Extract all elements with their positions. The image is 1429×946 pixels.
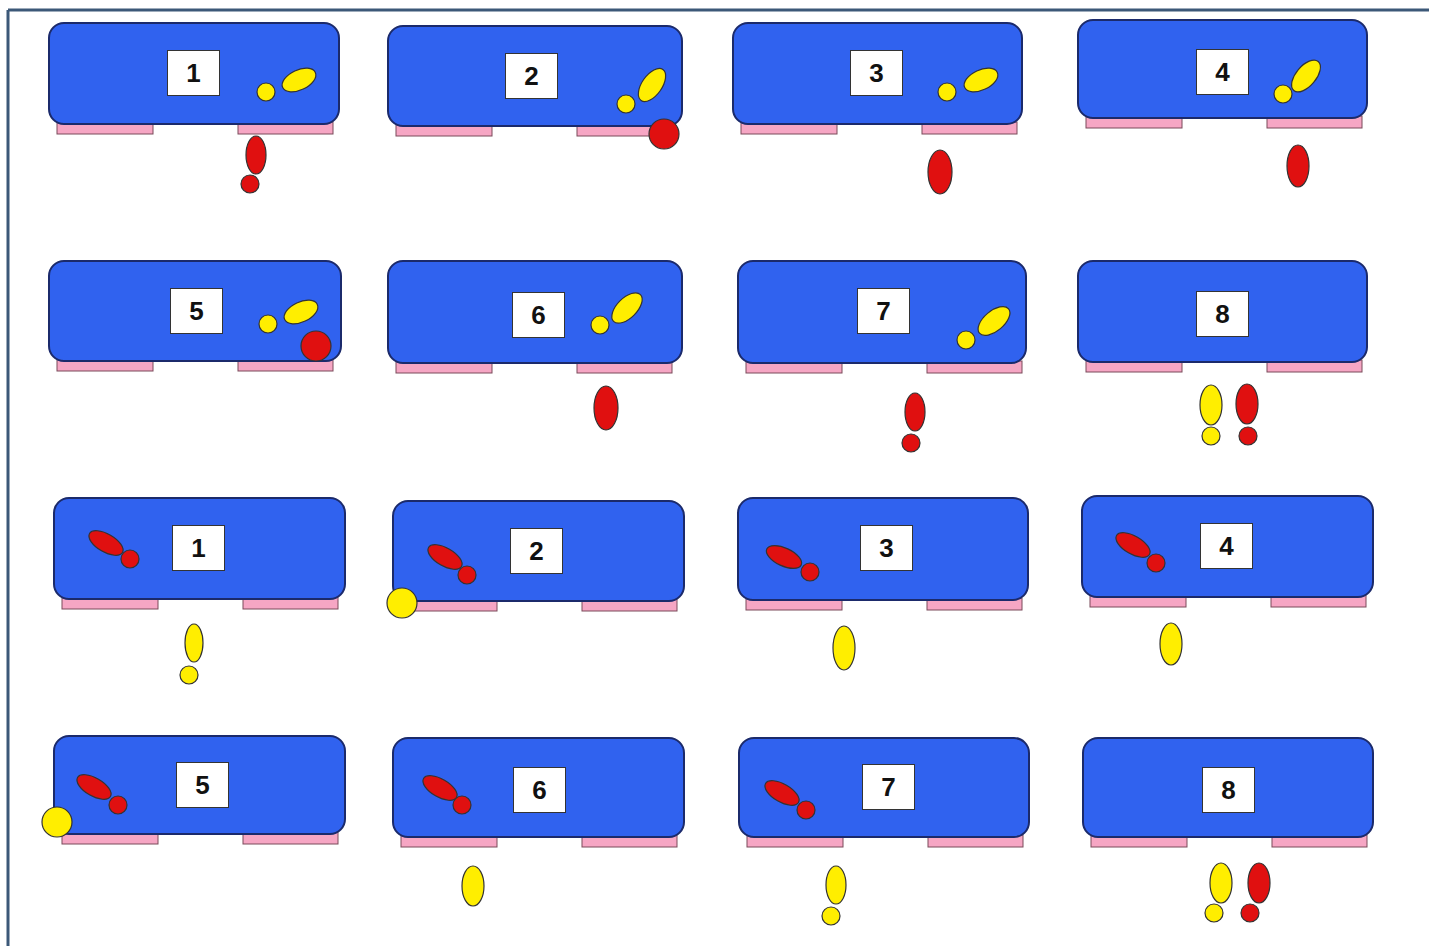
yellow-dot	[387, 588, 417, 618]
cell-box: 8	[1082, 737, 1374, 838]
red-oval	[246, 136, 266, 174]
red-oval	[1287, 145, 1309, 187]
panel-number: 4	[1196, 49, 1249, 95]
red-dot	[301, 331, 331, 361]
yellow-oval	[1210, 863, 1232, 903]
panel-number: 2	[510, 528, 563, 574]
panel-number: 7	[862, 764, 915, 810]
red-oval	[594, 386, 618, 430]
yellow-dot	[591, 316, 609, 334]
panel-number: 5	[176, 762, 229, 808]
yellow-oval	[833, 626, 855, 670]
yellow-dot	[957, 331, 975, 349]
panel-number: 5	[170, 288, 223, 334]
cell-box: 6	[387, 260, 683, 364]
red-oval	[1248, 863, 1270, 903]
cell-box: 8	[1077, 260, 1368, 363]
yellow-dot	[257, 83, 275, 101]
panel-number: 8	[1202, 767, 1255, 813]
yellow-oval	[1160, 623, 1182, 665]
panel-number: 2	[505, 53, 558, 99]
yellow-dot	[822, 907, 840, 925]
yellow-dot	[259, 315, 277, 333]
yellow-dot	[1205, 904, 1223, 922]
yellow-oval	[185, 624, 203, 662]
yellow-oval	[826, 866, 846, 904]
yellow-dot	[938, 83, 956, 101]
yellow-dot	[42, 807, 72, 837]
cell-box: 4	[1077, 19, 1368, 119]
panel-number: 3	[850, 50, 903, 96]
panel-number: 8	[1196, 291, 1249, 337]
red-dot	[109, 796, 127, 814]
yellow-dot	[180, 666, 198, 684]
red-dot	[453, 796, 471, 814]
red-dot	[801, 563, 819, 581]
frame-line	[7, 10, 10, 946]
red-dot	[649, 119, 679, 149]
cell-box: 2	[387, 25, 683, 127]
panel-number: 4	[1200, 523, 1253, 569]
yellow-oval	[462, 866, 484, 906]
panel-number: 6	[513, 767, 566, 813]
red-oval	[905, 393, 925, 431]
yellow-dot	[617, 95, 635, 113]
yellow-oval	[1200, 385, 1222, 425]
red-oval	[928, 150, 952, 194]
panel-number: 1	[167, 50, 220, 96]
red-dot	[1241, 904, 1259, 922]
red-dot	[458, 566, 476, 584]
panel-number: 7	[857, 288, 910, 334]
red-dot	[241, 175, 259, 193]
panel-number: 3	[860, 525, 913, 571]
yellow-dot	[1274, 85, 1292, 103]
yellow-dot	[1202, 427, 1220, 445]
red-dot	[121, 550, 139, 568]
red-dot	[1147, 554, 1165, 572]
panel-number: 1	[172, 525, 225, 571]
frame-line	[8, 9, 1429, 12]
red-dot	[902, 434, 920, 452]
panel-number: 6	[512, 292, 565, 338]
red-oval	[1236, 384, 1258, 424]
red-dot	[1239, 427, 1257, 445]
cell-box: 7	[737, 260, 1027, 364]
red-dot	[797, 801, 815, 819]
